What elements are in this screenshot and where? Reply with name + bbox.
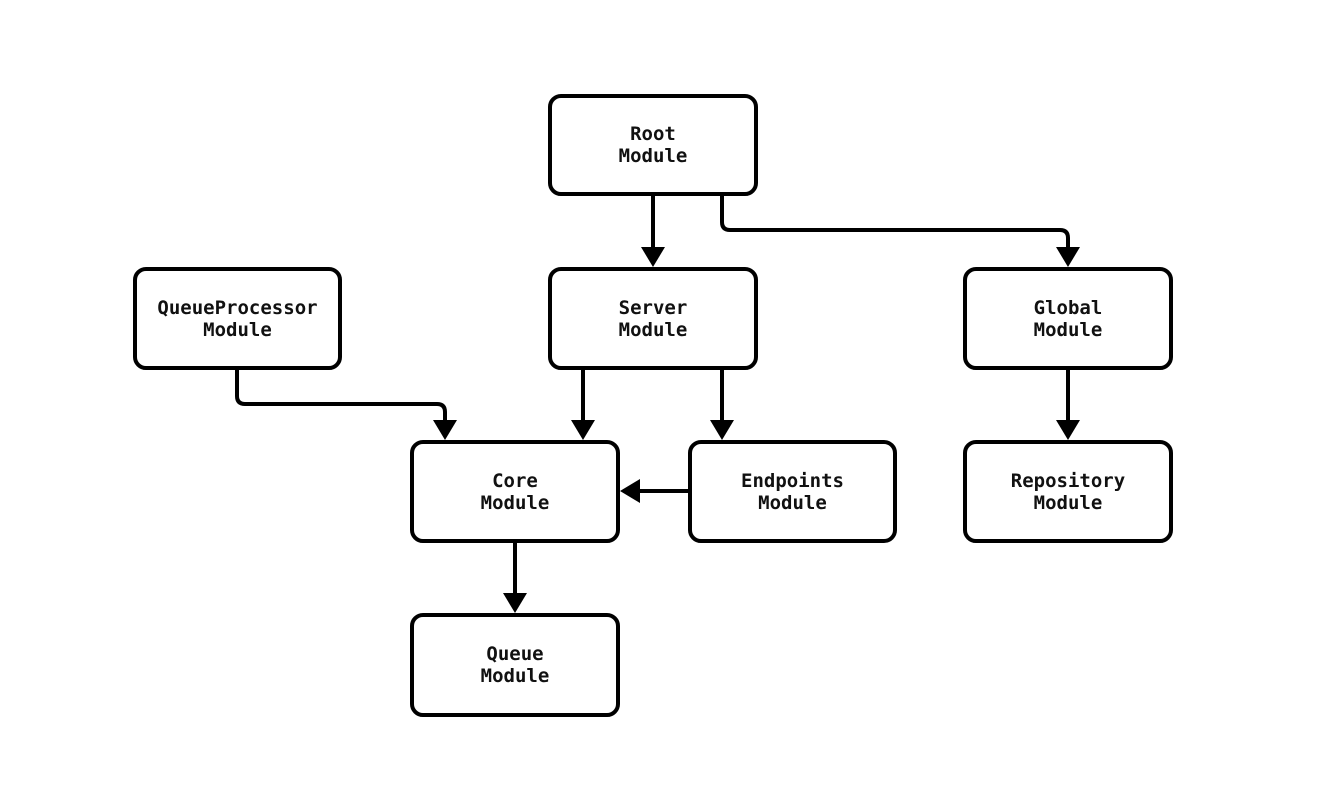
node-endpoints-module-title: Endpoints — [741, 469, 844, 492]
node-queueprocessor-module[interactable]: QueueProcessor Module — [133, 267, 342, 370]
node-queue-module-title: Queue — [486, 643, 544, 665]
node-global-module[interactable]: Global Module — [963, 267, 1173, 370]
node-queue-module[interactable]: Queue Module — [410, 613, 620, 717]
edge-core-to-queue — [503, 543, 527, 613]
node-core-module[interactable]: Core Module — [410, 440, 620, 543]
edge-root-to-server — [641, 196, 665, 267]
node-core-module-title: Core — [492, 469, 538, 492]
edge-queueprocessor-to-core — [235, 370, 457, 440]
node-server-module-subtitle: Module — [618, 318, 688, 341]
node-core-module-subtitle: Module — [480, 491, 550, 514]
node-global-module-title: Global — [1033, 296, 1103, 319]
edge-endpoints-to-core — [620, 479, 688, 503]
node-queueprocessor-module-subtitle: Module — [203, 318, 272, 341]
node-endpoints-module[interactable]: Endpoints Module — [688, 440, 897, 543]
edge-server-to-core — [571, 370, 595, 440]
node-root-module-title: Root — [630, 123, 676, 145]
node-root-module-subtitle: Module — [618, 145, 688, 167]
edge-server-to-endpoints — [710, 370, 734, 440]
node-queue-module-subtitle: Module — [480, 665, 550, 687]
edge-global-to-repository — [1056, 370, 1080, 440]
node-global-module-subtitle: Module — [1033, 318, 1103, 341]
node-repository-module[interactable]: Repository Module — [963, 440, 1173, 543]
node-repository-module-subtitle: Module — [1033, 491, 1103, 514]
node-server-module-title: Server — [618, 296, 688, 319]
node-server-module[interactable]: Server Module — [548, 267, 758, 370]
edge-root-to-global — [720, 196, 1080, 267]
node-endpoints-module-subtitle: Module — [758, 491, 827, 514]
node-repository-module-title: Repository — [1010, 469, 1126, 492]
node-queueprocessor-module-title: QueueProcessor — [157, 296, 318, 319]
node-root-module[interactable]: Root Module — [548, 94, 758, 196]
